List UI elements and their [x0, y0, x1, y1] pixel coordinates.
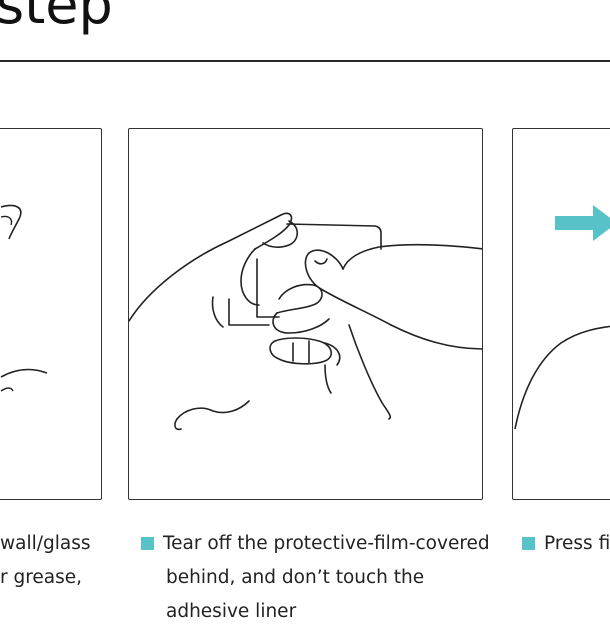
- caption-line: r grease,: [0, 567, 83, 588]
- section-heading: step: [0, 0, 113, 36]
- step-3-caption: Press fi: [522, 527, 610, 561]
- teal-square-bullet-icon: [522, 537, 535, 550]
- step-1-wall-drawing: [0, 204, 48, 392]
- step-3-press-drawing: [514, 205, 610, 430]
- step-1-illustration-panel: [0, 128, 102, 500]
- step-3-illustration-panel: [512, 128, 610, 500]
- caption-line: Press fi: [544, 533, 610, 554]
- caption-line: wall/glass: [0, 533, 91, 554]
- step-2-caption: Tear off the protective-film-covered beh…: [141, 527, 501, 629]
- step-1-caption: wall/glass r grease,: [0, 527, 125, 595]
- step-2-hands-tearing-film-drawing: [129, 212, 482, 431]
- teal-square-bullet-icon: [141, 537, 154, 550]
- step-2-illustration-panel: [128, 128, 483, 500]
- caption-line: Tear off the protective-film-covered: [163, 533, 490, 554]
- caption-line: adhesive liner: [166, 601, 297, 622]
- right-arrow-icon: [555, 205, 610, 241]
- caption-line: behind, and don’t touch the: [166, 567, 425, 588]
- heading-divider: [0, 60, 610, 62]
